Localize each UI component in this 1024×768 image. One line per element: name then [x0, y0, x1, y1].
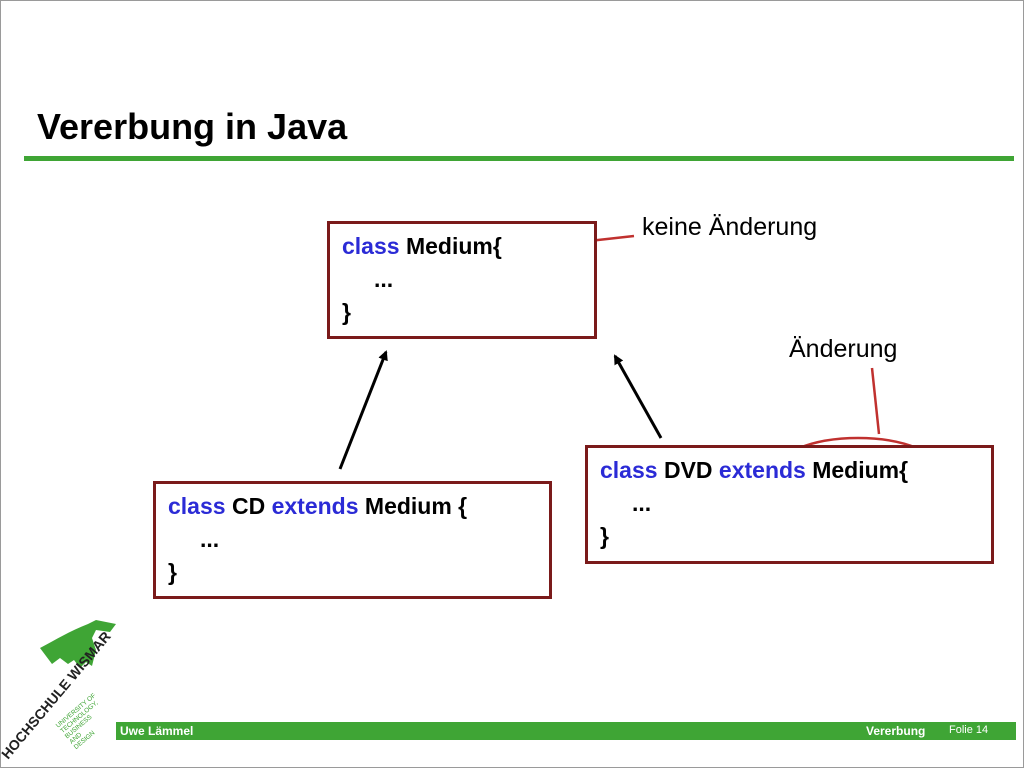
cd-closing-brace: }: [168, 559, 177, 585]
explorer-figure-logo-icon: HOCHSCHULE WISMAR UNIVERSITY OF TECHNOLO…: [0, 620, 117, 762]
inherit-arrow-cd: [338, 350, 388, 470]
cd-class-box: class CD extends Medium { ... }: [153, 481, 552, 599]
footer-bar: Uwe Lämmel Vererbung Folie 14: [116, 722, 1016, 740]
dvd-class-name: DVD: [663, 457, 713, 483]
footer-topic: Vererbung: [866, 724, 926, 738]
medium-closing-brace: }: [342, 299, 351, 325]
class-keyword: class: [342, 233, 400, 259]
annotation-no-change: keine Änderung: [642, 213, 818, 241]
annotation-change: Änderung: [789, 335, 898, 363]
footer-slide-number: Folie 14: [949, 724, 989, 736]
callout-line-change: [870, 367, 881, 435]
dvd-body: ...: [632, 490, 652, 516]
medium-line-1: class Medium{: [342, 230, 594, 263]
title-rule: [24, 156, 1014, 161]
cd-parent-name: Medium {: [364, 493, 468, 519]
inherit-arrow-dvd: [613, 354, 663, 439]
logo-tagline: UNIVERSITY OF TECHNOLOGY, BUSINESS AND D…: [55, 691, 117, 751]
cd-class-name: CD: [231, 493, 266, 519]
slide-title: Vererbung in Java: [37, 106, 348, 147]
extends-keyword: extends: [718, 457, 806, 483]
footer-author: Uwe Lämmel: [120, 724, 194, 738]
class-keyword: class: [600, 457, 658, 483]
dvd-line-1: class DVD extends Medium{: [600, 454, 991, 487]
class-keyword: class: [168, 493, 226, 519]
dvd-class-box: class DVD extends Medium{ ... }: [585, 445, 994, 564]
cd-body: ...: [200, 526, 220, 552]
medium-body: ...: [374, 266, 394, 292]
cd-line-1: class CD extends Medium {: [168, 490, 549, 523]
dvd-closing-brace: }: [600, 523, 609, 549]
dvd-parent-name: Medium{: [812, 457, 909, 483]
extends-keyword: extends: [271, 493, 359, 519]
medium-class-box: class Medium{ ... }: [327, 221, 597, 339]
medium-declaration: Medium{: [405, 233, 502, 259]
